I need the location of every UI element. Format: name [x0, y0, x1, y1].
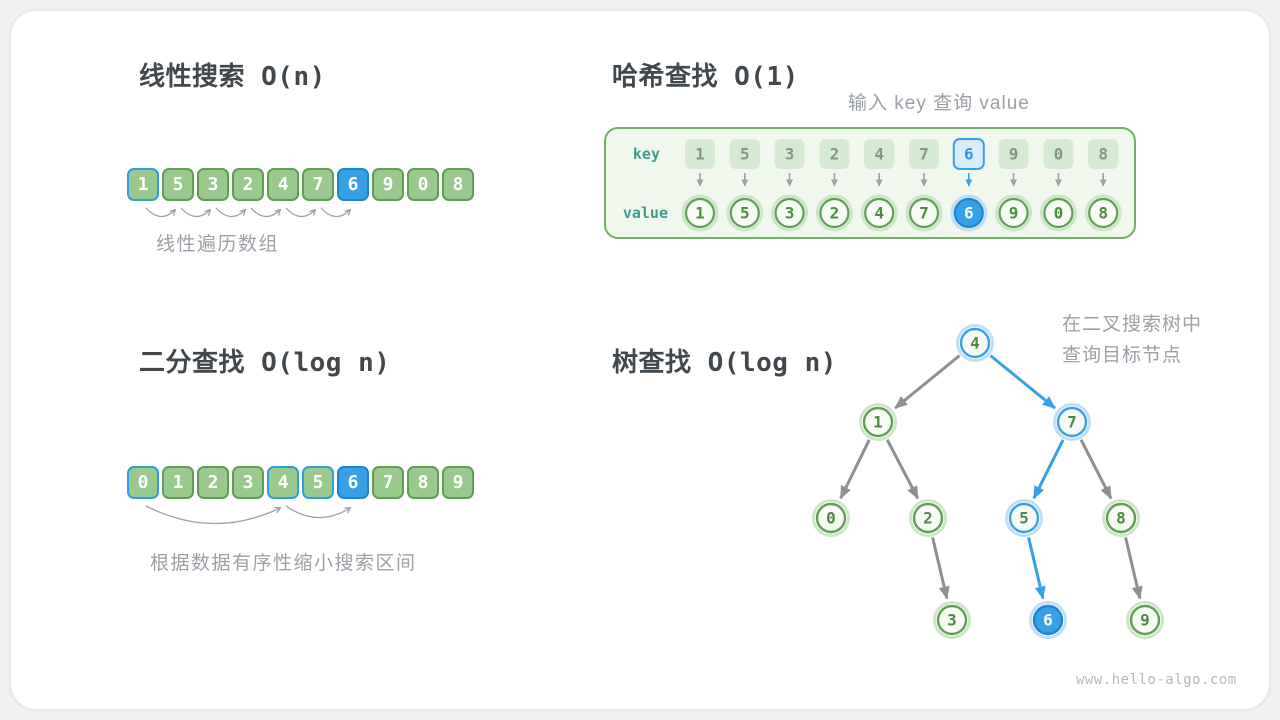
array-cell-2: 2 — [232, 168, 264, 201]
hash-value-ring — [995, 194, 1033, 232]
search-hop-arrow — [145, 505, 280, 525]
binary-search-caption: 根据数据有序性缩小搜索区间 — [150, 553, 417, 574]
hash-value-circle-3 — [774, 197, 805, 229]
hash-key-text: 9 — [1009, 145, 1019, 164]
search-hop-arrow — [250, 207, 280, 218]
hash-value-text: 2 — [830, 204, 840, 223]
linear-search-title: 线性搜索 O(n) — [139, 62, 326, 92]
hash-value-text: 8 — [1098, 204, 1108, 223]
hash-value-circle-6 — [953, 197, 984, 229]
hash-value-ring — [1039, 194, 1077, 232]
hash-value-text: 6 — [964, 204, 974, 223]
array-cell-0: 0 — [127, 466, 159, 499]
hash-key-cell-3 — [774, 139, 805, 169]
array-cell-6: 6 — [337, 466, 369, 499]
hash-value-text: 5 — [740, 204, 750, 223]
watermark: www.hello-algo.com — [1076, 672, 1237, 688]
hash-key-text: 5 — [740, 145, 750, 164]
hash-value-ring — [726, 194, 764, 232]
hash-value-circle-9 — [998, 197, 1029, 229]
array-cell-1: 1 — [127, 168, 159, 201]
hash-key-text: 4 — [874, 145, 884, 164]
linear-traverse-arrows — [145, 207, 477, 218]
array-cell-2: 2 — [197, 466, 229, 499]
array-cell-7: 7 — [302, 168, 334, 201]
array-cell-9: 9 — [372, 168, 404, 201]
array-cell-7: 7 — [372, 466, 404, 499]
array-cell-5: 5 — [302, 466, 334, 499]
hash-key-cell-1 — [685, 139, 715, 169]
hash-key-text: 7 — [919, 145, 929, 164]
array-cell-3: 3 — [232, 466, 264, 499]
hash-value-ring — [1084, 194, 1122, 232]
hash-key-cell-0 — [1043, 139, 1074, 169]
hash-table-box: key value 1 1 5 5 3 3 2 2 4 4 7 7 6 6 9 9 0 0 8 8 — [604, 127, 1136, 239]
tree-search-title: 树查找 O(log n) — [612, 348, 837, 378]
search-hop-arrow — [180, 207, 210, 218]
binary-search-title: 二分查找 O(log n) — [139, 348, 391, 378]
hash-value-circle-0 — [1043, 197, 1074, 229]
hash-key-cell-8 — [1088, 139, 1119, 169]
hash-value-text: 0 — [1054, 204, 1064, 223]
array-cell-5: 5 — [162, 168, 194, 201]
search-hop-arrow — [215, 207, 245, 218]
hash-value-text: 9 — [1009, 204, 1019, 223]
array-cell-3: 3 — [197, 168, 229, 201]
hash-lookup-title: 哈希查找 O(1) — [612, 62, 799, 92]
hash-value-ring — [860, 194, 898, 232]
array-cell-1: 1 — [162, 466, 194, 499]
linear-search-caption: 线性遍历数组 — [156, 234, 280, 255]
hash-value-text: 1 — [695, 204, 705, 223]
hash-key-text: 2 — [830, 145, 840, 164]
hash-key-cell-9 — [998, 139, 1029, 169]
array-cell-4: 4 — [267, 466, 299, 499]
hash-value-circle-4 — [864, 197, 895, 229]
array-cell-6: 6 — [337, 168, 369, 201]
hash-table-diagram: key value 1 1 5 5 3 3 2 2 4 4 7 7 6 6 9 9 0 0 8 8 — [623, 138, 1122, 232]
hash-key-cell-5 — [729, 139, 760, 169]
hash-key-cell-2 — [819, 139, 850, 169]
hash-value-label: value — [623, 204, 668, 222]
hash-value-text: 7 — [919, 204, 929, 223]
array-cell-4: 4 — [267, 168, 299, 201]
hash-value-text: 4 — [874, 204, 884, 223]
hash-value-ring — [681, 194, 719, 232]
figure-card — [10, 10, 1270, 710]
hash-input-note: 输入 key 查询 value — [848, 93, 1030, 114]
array-cell-9: 9 — [442, 466, 474, 499]
hash-key-text: 0 — [1054, 145, 1064, 164]
hash-value-ring — [905, 194, 943, 232]
hash-key-cell-7 — [909, 139, 939, 169]
tree-note-line2: 查询目标节点 — [1062, 345, 1183, 366]
hash-key-text: 1 — [695, 145, 705, 164]
tree-search-note: 在二叉搜索树中 查询目标节点 — [1062, 309, 1202, 371]
hash-key-text: 3 — [785, 145, 795, 164]
hash-key-label: key — [633, 145, 660, 163]
tree-note-line1: 在二叉搜索树中 — [1062, 314, 1203, 335]
hash-value-ring — [771, 194, 809, 232]
hash-key-text: 8 — [1098, 145, 1108, 164]
hash-value-ring — [950, 194, 988, 232]
search-hop-arrow — [320, 207, 350, 218]
hash-key-value-pairs: 1 1 5 5 3 3 2 2 4 4 7 7 6 6 9 9 0 0 8 8 — [681, 138, 1122, 232]
hash-key-text: 6 — [964, 145, 974, 164]
array-cell-8: 8 — [442, 168, 474, 201]
search-hop-arrow — [285, 207, 315, 218]
hash-value-circle-1 — [684, 197, 716, 229]
hash-key-cell-6 — [952, 138, 985, 170]
hash-value-circle-7 — [908, 197, 940, 229]
hash-value-circle-8 — [1088, 197, 1119, 229]
search-hop-arrow — [145, 207, 175, 218]
array-cell-8: 8 — [407, 466, 439, 499]
binary-jump-arrows — [145, 505, 477, 525]
hash-value-circle-5 — [729, 197, 760, 229]
hash-value-text: 3 — [785, 204, 795, 223]
array-cell-0: 0 — [407, 168, 439, 201]
hash-key-cell-4 — [864, 139, 895, 169]
search-hop-arrow — [285, 505, 350, 519]
hash-value-ring — [815, 194, 853, 232]
hash-value-circle-2 — [819, 197, 850, 229]
